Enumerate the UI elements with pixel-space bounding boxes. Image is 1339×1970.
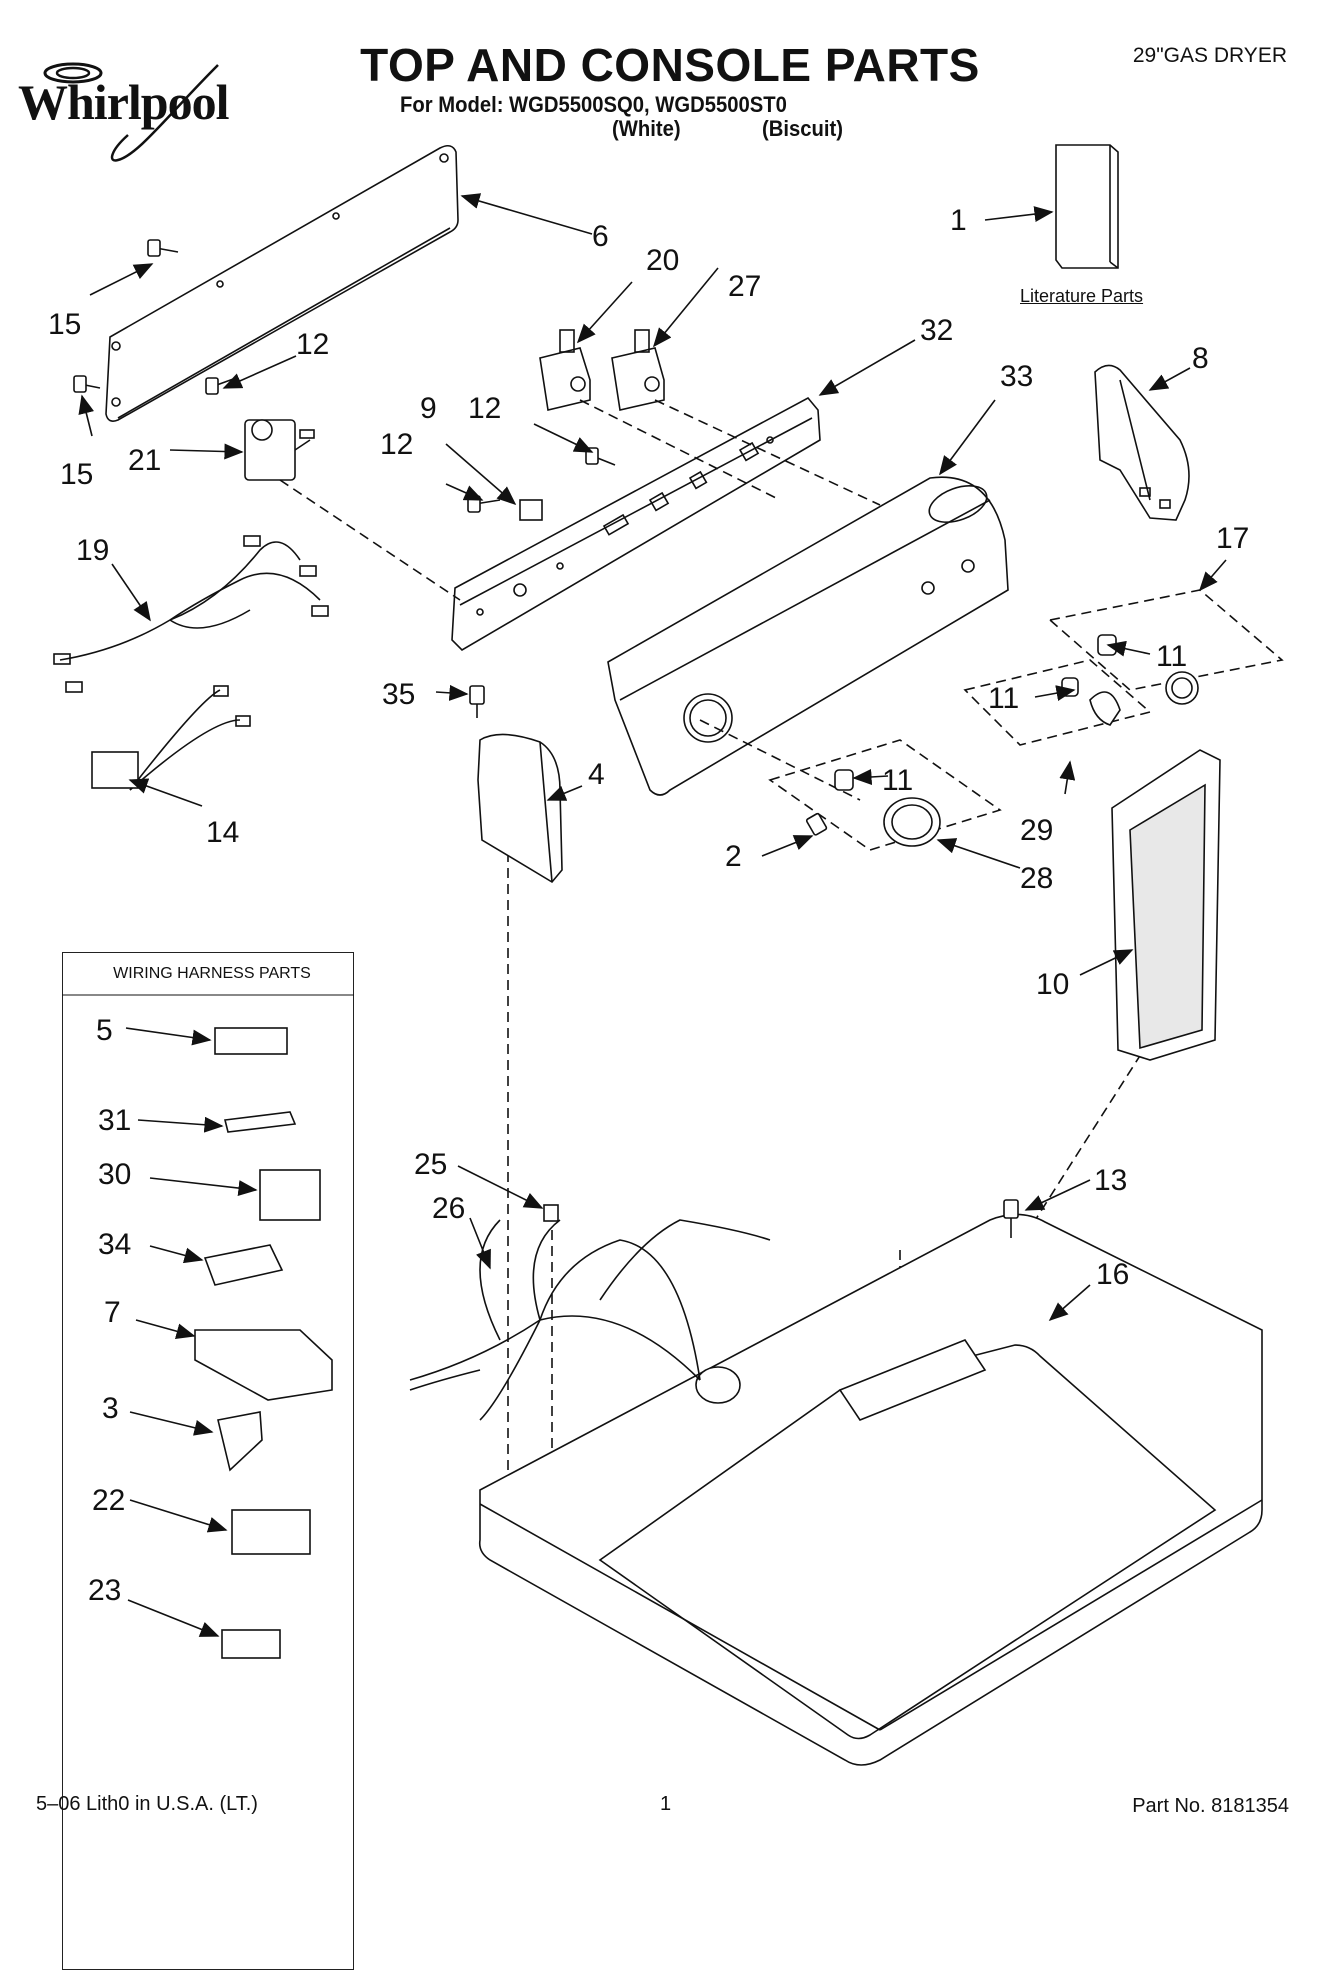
screw-12-b	[467, 495, 501, 513]
screw-2	[805, 812, 828, 836]
clip-25	[543, 1204, 559, 1222]
terminal-31	[224, 1111, 297, 1133]
main-harness-26	[409, 1219, 771, 1421]
switch-27	[611, 329, 665, 411]
callout-22: 22	[92, 1484, 125, 1517]
callout-29: 29	[1020, 814, 1053, 847]
lint-screen-10	[1111, 749, 1221, 1061]
screw-15-lower	[73, 375, 101, 393]
control-panel-rear-cover	[105, 144, 459, 422]
callout-11-lower: 11	[882, 764, 913, 797]
bushing-11-mid	[1061, 677, 1079, 697]
clip-9	[519, 499, 543, 521]
callout-6: 6	[592, 220, 609, 253]
terminal-block-7	[194, 1329, 333, 1401]
callout-34: 34	[98, 1228, 131, 1261]
callout-1: 1	[950, 204, 967, 237]
model-subtitle: For Model: WGD5500SQ0, WGD5500ST0	[400, 92, 787, 117]
callout-31: 31	[98, 1104, 131, 1137]
callout-32: 32	[920, 314, 953, 347]
end-cap-4	[477, 733, 563, 884]
callout-7: 7	[104, 1296, 121, 1329]
callout-8: 8	[1192, 342, 1209, 375]
connector-22	[231, 1509, 311, 1555]
harness-14	[91, 685, 251, 791]
callout-5: 5	[96, 1014, 113, 1047]
knob-group-29	[963, 659, 1152, 746]
callout-15-lower: 15	[60, 458, 93, 491]
connector-34	[203, 1244, 284, 1286]
callout-23: 23	[88, 1574, 121, 1607]
callout-17: 17	[1216, 522, 1249, 555]
callout-11-upper: 11	[1156, 640, 1187, 673]
part-number: Part No. 8181354	[1132, 1795, 1289, 1817]
callout-27: 27	[728, 270, 761, 303]
clip-3	[217, 1411, 263, 1472]
callout-3: 3	[102, 1392, 119, 1425]
callout-30: 30	[98, 1158, 131, 1191]
connector-23	[221, 1629, 281, 1659]
callout-9: 9	[420, 392, 437, 425]
brand-wordmark: Whirlpool	[18, 74, 229, 130]
dryer-top-panel-16	[478, 1213, 1263, 1766]
callout-14: 14	[206, 816, 239, 849]
variant-biscuit: (Biscuit)	[762, 116, 843, 141]
callout-10: 10	[1036, 968, 1069, 1001]
page-number: 1	[660, 1793, 672, 1815]
callout-20: 20	[646, 244, 679, 277]
literature-book-part	[1055, 144, 1119, 269]
literature-parts-label: Literature Parts	[1020, 286, 1144, 306]
dryer-type: 29"GAS DRYER	[1132, 44, 1287, 67]
console-panel-33	[607, 476, 1009, 796]
harness-19	[53, 535, 329, 693]
callout-13: 13	[1094, 1164, 1127, 1197]
knob-group-17	[1048, 589, 1284, 691]
timer-part	[244, 419, 315, 481]
callout-12-a: 12	[296, 328, 329, 361]
knob-17	[1165, 671, 1199, 705]
callout-12-c: 12	[380, 428, 413, 461]
callout-21: 21	[128, 444, 161, 477]
callout-28: 28	[1020, 862, 1053, 895]
callout-15-upper: 15	[48, 308, 81, 341]
callout-11-mid: 11	[988, 682, 1019, 715]
callout-35: 35	[382, 678, 415, 711]
callout-2: 2	[725, 840, 742, 873]
knob-28	[883, 797, 941, 847]
connector-5	[214, 1027, 288, 1055]
knob-29	[1089, 691, 1121, 726]
callout-16: 16	[1096, 1258, 1129, 1291]
screw-15-upper	[147, 239, 179, 257]
bushing-11-lower	[834, 769, 854, 791]
control-bracket-32	[451, 396, 821, 652]
callout-33: 33	[1000, 360, 1033, 393]
callout-4: 4	[588, 758, 605, 791]
variant-white: (White)	[612, 116, 681, 141]
exploded-parts-diagram: 1 2 3 4 5 6 7 8 9 10 11 11 11 12 12 12 1…	[48, 144, 1284, 1766]
footer-print-info: 5–06 Lith0 in U.S.A. (LT.)	[36, 1793, 258, 1815]
callout-25: 25	[414, 1148, 447, 1181]
screw-12-a	[205, 377, 237, 395]
callout-19: 19	[76, 534, 109, 567]
switch-20	[539, 329, 591, 411]
screw-13	[1003, 1199, 1019, 1238]
whirlpool-logo: Whirlpool	[18, 55, 258, 165]
knob-group-28	[768, 739, 1002, 851]
connector-30	[259, 1169, 321, 1221]
callout-26: 26	[432, 1192, 465, 1225]
logo-swirl-icon	[43, 62, 219, 162]
screw-35	[469, 685, 485, 718]
wiring-harness-title: WIRING HARNESS PARTS	[113, 965, 311, 982]
end-cap-8	[1094, 364, 1190, 521]
bushing-11-upper	[1097, 634, 1117, 656]
page-title: TOP AND CONSOLE PARTS	[360, 39, 980, 91]
callout-12-b: 12	[468, 392, 501, 425]
